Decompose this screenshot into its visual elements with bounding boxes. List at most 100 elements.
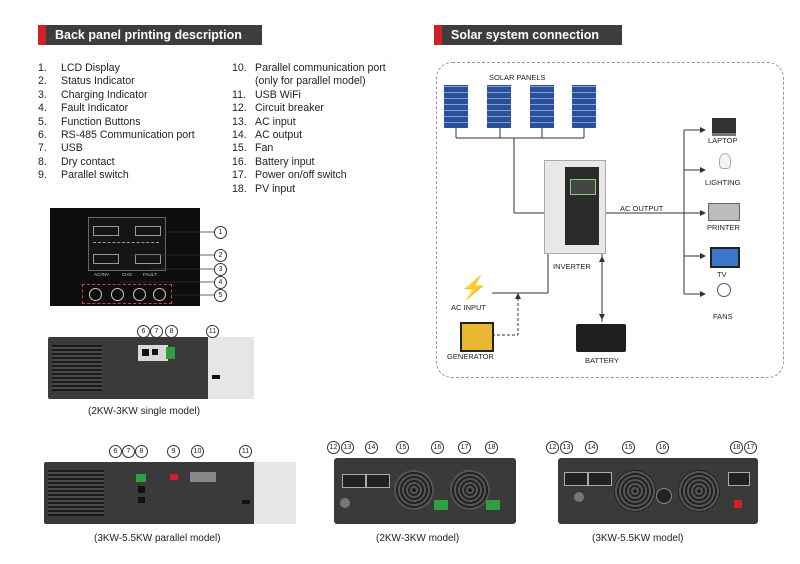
list-item: 5.Function Buttons — [38, 115, 141, 128]
callout-13: 13 — [560, 441, 573, 454]
ac-input-label: AC INPUT — [451, 303, 487, 312]
load-laptop-label: LAPTOP — [708, 136, 738, 145]
inverter-unit — [544, 160, 606, 254]
list-item: 4.Fault Indicator — [38, 102, 129, 115]
parallel-switch[interactable] — [170, 474, 178, 480]
list-item: 2.Status Indicator — [38, 75, 135, 88]
lcd-screen — [88, 217, 166, 271]
callout-14: 14 — [365, 441, 378, 454]
vent-grille — [48, 470, 104, 516]
ac-output-terminal[interactable] — [588, 472, 612, 486]
solar-diagram-frame — [436, 62, 784, 378]
solar-panel — [487, 85, 511, 128]
function-button[interactable] — [133, 288, 146, 301]
usb-wifi-port[interactable] — [212, 375, 220, 379]
list-item: 9.Parallel switch — [38, 169, 129, 182]
back-3kw-model — [558, 458, 758, 524]
function-button[interactable] — [111, 288, 124, 301]
list-item: 18.PV input — [232, 182, 296, 195]
dry-contact-terminal[interactable] — [166, 347, 175, 359]
function-button[interactable] — [153, 288, 166, 301]
inverter-panel — [565, 167, 599, 245]
battery-input-terminal[interactable] — [434, 500, 448, 510]
list-item: 15.Fan — [232, 142, 274, 155]
circuit-breaker[interactable] — [574, 492, 584, 502]
callout-11: 11 — [239, 445, 252, 458]
circuit-breaker[interactable] — [340, 498, 350, 508]
load-fans-label: FANS — [713, 312, 733, 321]
ac-input-terminal[interactable] — [564, 472, 588, 486]
fan — [394, 470, 434, 510]
laptop-icon — [712, 118, 736, 136]
power-switch[interactable] — [734, 500, 742, 508]
indicator-fault: FAULT — [143, 272, 157, 277]
ac-input-terminal[interactable] — [342, 474, 366, 488]
callout-8: 8 — [135, 445, 148, 458]
load-printer-label: PRINTER — [707, 223, 740, 232]
callout-18: 18 — [485, 441, 498, 454]
callout-12: 12 — [546, 441, 559, 454]
description-list-2: 10.Parallel communication port (only for… — [232, 62, 422, 196]
callout-9: 9 — [167, 445, 180, 458]
usb-wifi-port[interactable] — [242, 500, 250, 504]
callout-4: 4 — [214, 276, 227, 289]
list-item: 12.Circuit breaker — [232, 102, 324, 115]
rs485-port[interactable] — [138, 486, 145, 493]
list-item: 13.AC input — [232, 115, 296, 128]
ac-output-terminal[interactable] — [366, 474, 390, 488]
callout-15: 15 — [396, 441, 409, 454]
vent-grille — [52, 345, 102, 391]
lcd-digits-left — [93, 226, 119, 236]
rs485-port[interactable] — [142, 349, 149, 356]
list-item: 8.Dry contact — [38, 155, 115, 168]
list-item: 11.USB WiFi — [232, 88, 301, 101]
list-item: 7.USB — [38, 142, 83, 155]
callout-8: 8 — [165, 325, 178, 338]
transmission-tower-icon: ⚡ — [460, 275, 488, 300]
battery-label: BATTERY — [585, 356, 619, 365]
solar-connection-header: Solar system connection — [434, 25, 622, 45]
callout-3: 3 — [214, 263, 227, 276]
fan — [614, 470, 656, 512]
usb-port[interactable] — [152, 349, 158, 355]
generator-icon — [460, 322, 494, 352]
front-bezel — [208, 337, 254, 399]
list-item: 1.LCD Display — [38, 62, 120, 74]
parallel-comm-port[interactable] — [190, 472, 216, 482]
list-item: 3.Charging Indicator — [38, 88, 148, 101]
lcd-digits-bottom-left — [93, 254, 119, 264]
callout-12: 12 — [327, 441, 340, 454]
single-model-side — [48, 337, 254, 399]
parallel-model-side — [44, 462, 296, 524]
tv-icon — [710, 247, 740, 268]
list-item: (only for parallel model) — [255, 75, 366, 88]
generator-label: GENERATOR — [447, 352, 494, 361]
callout-7: 7 — [122, 445, 135, 458]
fan — [678, 470, 720, 512]
printer-icon — [708, 203, 740, 221]
inverter-display — [570, 179, 596, 195]
usb-port[interactable] — [138, 497, 145, 503]
fan-icon — [717, 283, 731, 297]
pv-input-terminal[interactable] — [486, 500, 500, 510]
lcd-digits-bottom-right — [135, 254, 161, 264]
callout-18: 18 — [730, 441, 743, 454]
callout-7: 7 — [150, 325, 163, 338]
lcd-front-panel: AC/INV CHG FAULT — [50, 208, 200, 306]
fan — [450, 470, 490, 510]
callout-6: 6 — [137, 325, 150, 338]
callout-16: 16 — [656, 441, 669, 454]
battery-input-terminal[interactable] — [656, 488, 672, 504]
dry-contact-terminal[interactable] — [136, 474, 146, 482]
list-item: 6.RS-485 Communication port — [38, 129, 195, 142]
pv-input-terminal[interactable] — [728, 472, 750, 486]
function-button[interactable] — [89, 288, 102, 301]
indicator-ac-inv: AC/INV — [94, 272, 110, 277]
function-buttons — [82, 284, 172, 304]
list-item: 10.Parallel communication port — [232, 62, 386, 74]
caption-single-model: (2KW-3KW single model) — [88, 406, 201, 417]
caption-parallel-model: (3KW-5.5KW parallel model) — [94, 533, 221, 544]
callout-5: 5 — [214, 289, 227, 302]
callout-16: 16 — [431, 441, 444, 454]
callout-15: 15 — [622, 441, 635, 454]
